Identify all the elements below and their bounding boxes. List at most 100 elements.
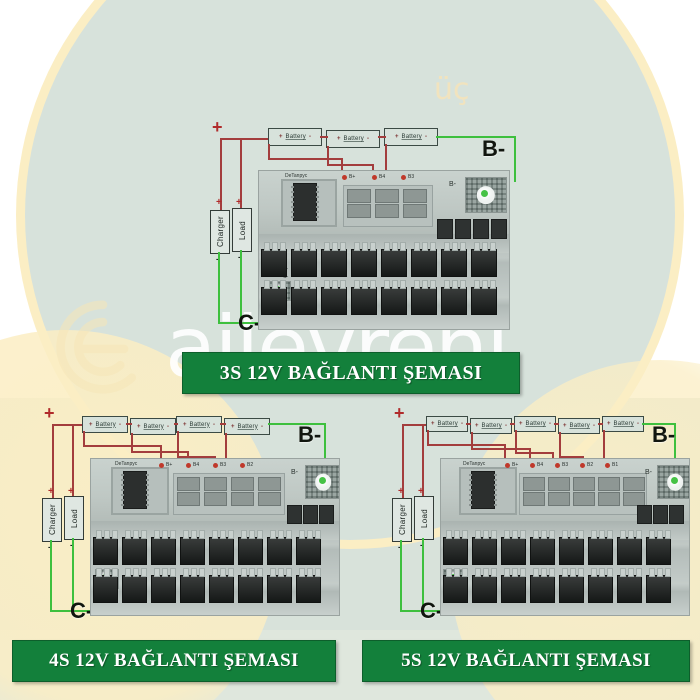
mosfet bbox=[180, 575, 205, 603]
mosfet bbox=[296, 537, 321, 565]
balance-pad-label-b3-3s: B3 bbox=[408, 174, 415, 180]
tap-b1-v-3s bbox=[268, 144, 270, 158]
balance-res-8 bbox=[598, 492, 620, 506]
wire-red-pack-plus-down-4s bbox=[52, 424, 54, 534]
balance-pad-b4-dot-5s bbox=[530, 463, 535, 468]
tap-b1-drop-3s bbox=[341, 158, 343, 180]
pack-plus-label-4s: + bbox=[44, 403, 55, 423]
balance-pad-b2-dot-4s bbox=[240, 463, 245, 468]
balance-pad-b3-dot-4s bbox=[213, 463, 218, 468]
load-plus-sign-5s: + bbox=[418, 486, 424, 497]
mosfet-lead bbox=[504, 568, 510, 577]
battery-label: Battery bbox=[143, 423, 164, 430]
load-label: Load bbox=[419, 508, 429, 528]
mosfet-lead bbox=[541, 568, 547, 577]
mosfet-lead bbox=[302, 242, 308, 251]
mosfet bbox=[472, 575, 497, 603]
battery-1-3s: + Battery - bbox=[268, 128, 322, 146]
mosfet-lead bbox=[340, 280, 346, 289]
mosfet bbox=[261, 249, 287, 277]
tap-b2-v-4s bbox=[131, 433, 133, 451]
battery-minus-sign: - bbox=[424, 134, 427, 140]
balance-pad-label-b4-3s: B4 bbox=[379, 174, 386, 180]
mosfet-lead bbox=[249, 568, 255, 577]
mosfet-lead bbox=[241, 568, 247, 577]
balance-res-4 bbox=[548, 492, 570, 506]
load-box-4s: Load bbox=[64, 496, 84, 540]
banner-3s: 3S 12V BAĞLANTI ŞEMASI bbox=[182, 352, 520, 394]
mosfet bbox=[351, 287, 377, 315]
smd-cap-2 bbox=[653, 505, 668, 524]
load-label: Load bbox=[69, 508, 79, 528]
balance-pad-label-bplus-3s: B+ bbox=[349, 174, 356, 180]
mosfet bbox=[411, 249, 437, 277]
mosfet bbox=[267, 575, 292, 603]
balance-res-5 bbox=[573, 477, 595, 491]
battery-plus-sign: + bbox=[183, 421, 187, 428]
battery-4-4s: + Battery - bbox=[224, 418, 270, 435]
battery-minus-sign: - bbox=[366, 136, 369, 142]
mosfet-lead bbox=[332, 242, 338, 251]
mosfet-lead bbox=[294, 242, 300, 251]
controller-ic-3s bbox=[291, 183, 319, 221]
tap-b3-h-5s bbox=[515, 452, 553, 454]
wire-green-cminus-bus-3s bbox=[218, 322, 254, 324]
wire-green-load-5s bbox=[422, 538, 424, 612]
mosfet-lead bbox=[533, 568, 539, 577]
mosfet-lead bbox=[302, 280, 308, 289]
balance-pad-b3-dot-5s bbox=[555, 463, 560, 468]
wire-green-bminus-3s bbox=[436, 136, 516, 138]
load-label: Load bbox=[237, 220, 247, 240]
charger-box-5s: Charger bbox=[392, 498, 412, 542]
smd-cap-1 bbox=[437, 219, 453, 239]
wire-series-1-5s bbox=[466, 423, 471, 425]
smd-cap-3 bbox=[669, 505, 684, 524]
mosfet bbox=[151, 537, 176, 565]
battery-1-4s: + Battery - bbox=[82, 416, 128, 433]
mosfet-lead bbox=[354, 280, 360, 289]
wire-green-bminus-5s bbox=[642, 423, 676, 425]
ic-silkscreen-label-5s: DeTanpyc bbox=[463, 461, 486, 467]
wire-series-4-5s bbox=[598, 423, 603, 425]
wire-green-bminus-drop-4s bbox=[324, 423, 326, 471]
mosfet-lead bbox=[278, 568, 284, 577]
c-minus-terminal-label-3s: C- bbox=[238, 310, 262, 335]
mosfet-lead bbox=[340, 242, 346, 251]
mosfet-lead bbox=[170, 568, 176, 577]
banner-4s: 4S 12V BAĞLANTI ŞEMASI bbox=[12, 640, 336, 682]
tap-b4-v-4s bbox=[225, 433, 227, 460]
mosfet-lead bbox=[482, 242, 488, 251]
tap-b1-h-3s bbox=[268, 158, 342, 160]
wire-series-3-5s bbox=[554, 423, 559, 425]
controller-ic-5s bbox=[469, 471, 497, 509]
mosfet-lead bbox=[414, 242, 420, 251]
mosfet bbox=[617, 575, 642, 603]
mosfet-lead bbox=[520, 530, 526, 539]
charger-label: Charger bbox=[397, 504, 407, 536]
b-minus-connect-dot-3s bbox=[481, 190, 488, 197]
mosfet-lead bbox=[607, 568, 613, 577]
battery-3-3s: + Battery - bbox=[384, 128, 438, 146]
wire-green-charger-3s bbox=[218, 252, 220, 324]
mosfet-lead bbox=[491, 530, 497, 539]
mosfet-lead bbox=[125, 530, 131, 539]
tap-b4-h-5s bbox=[559, 456, 583, 458]
mosfet-lead bbox=[549, 530, 555, 539]
mosfet-lead bbox=[400, 242, 406, 251]
mosfet-lead bbox=[257, 530, 263, 539]
mosfet-lead bbox=[133, 568, 139, 577]
mosfet-lead bbox=[96, 530, 102, 539]
balance-pad-b-plus-dot-4s bbox=[159, 463, 164, 468]
mosfet-lead bbox=[112, 530, 118, 539]
balance-res-3 bbox=[375, 189, 399, 203]
load-box-3s: Load bbox=[232, 208, 252, 252]
mosfet-lead bbox=[324, 280, 330, 289]
mosfet-lead bbox=[191, 530, 197, 539]
mosfet-lead bbox=[649, 568, 655, 577]
battery-plus-sign: + bbox=[475, 423, 479, 429]
mosfet-lead bbox=[483, 568, 489, 577]
battery-label: Battery bbox=[525, 421, 546, 427]
mosfet-lead bbox=[96, 568, 102, 577]
mosfet-lead bbox=[384, 280, 390, 289]
load-box-5s: Load bbox=[414, 496, 434, 540]
